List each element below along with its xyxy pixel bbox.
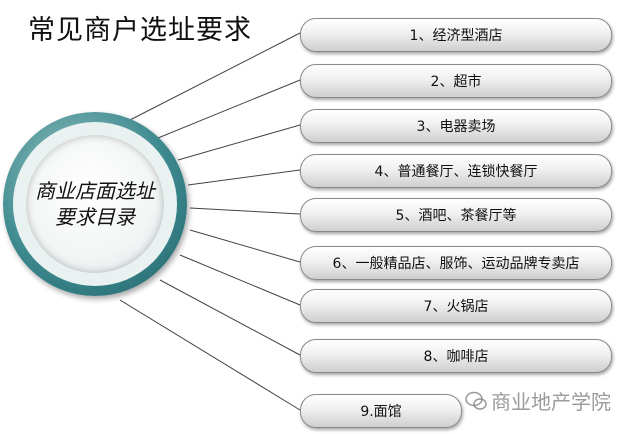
connector-line (119, 299, 301, 411)
connector-line (127, 32, 301, 122)
connector-line (187, 169, 301, 186)
connector-line (177, 124, 301, 161)
connector-line (159, 279, 301, 356)
connector-line (189, 207, 301, 215)
list-item[interactable]: 9.面馆 (300, 394, 462, 428)
connector-line (157, 79, 301, 139)
list-item[interactable]: 3、电器卖场 (300, 109, 612, 143)
list-item[interactable]: 6、一般精品店、服饰、运动品牌专卖店 (300, 246, 612, 280)
hub-label-line2: 要求目录 (55, 205, 135, 229)
list-item[interactable]: 7、火锅店 (300, 289, 612, 323)
list-item[interactable]: 2、超市 (300, 64, 612, 98)
list-item[interactable]: 8、咖啡店 (300, 339, 612, 373)
hub-ring: 商业店面选址 要求目录 (13, 122, 177, 286)
connector-line (179, 254, 301, 306)
connector-line (189, 229, 301, 263)
list-item[interactable]: 1、经济型酒店 (300, 18, 612, 52)
watermark: 商业地产学院 (465, 386, 611, 415)
hub-label: 商业店面选址 要求目录 (31, 178, 159, 230)
list-item[interactable]: 5、酒吧、茶餐厅等 (300, 198, 612, 232)
hub-circle: 商业店面选址 要求目录 (3, 112, 187, 296)
wechat-icon (465, 391, 487, 410)
watermark-text: 商业地产学院 (491, 390, 611, 414)
page-title: 常见商户选址要求 (28, 15, 252, 46)
hub-center: 商业店面选址 要求目录 (26, 135, 164, 273)
hub-label-line1: 商业店面选址 (35, 179, 155, 203)
list-item[interactable]: 4、普通餐厅、连锁快餐厅 (300, 154, 612, 188)
